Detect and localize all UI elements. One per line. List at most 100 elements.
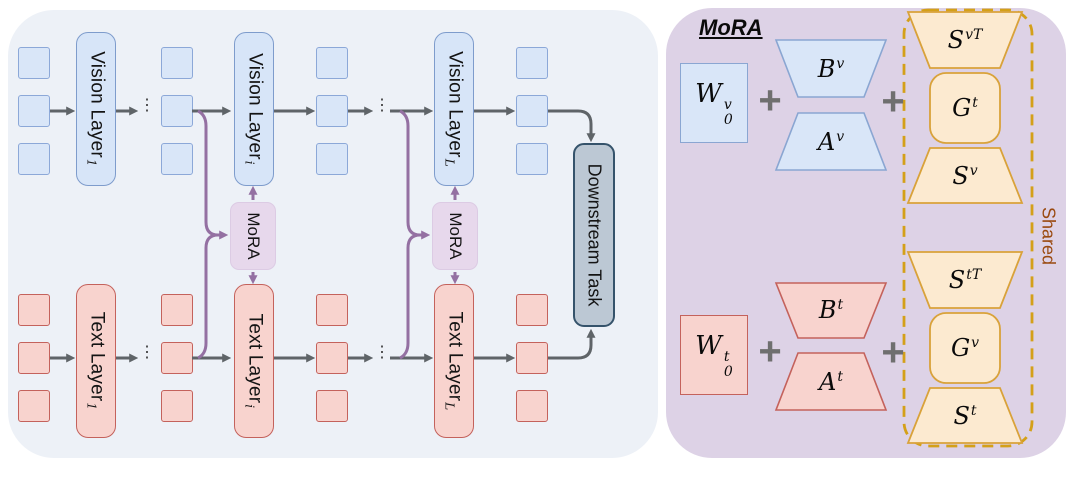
text-token — [161, 294, 193, 326]
vision-token — [161, 47, 193, 79]
text-token — [516, 342, 548, 374]
math-base: S — [953, 402, 970, 430]
text-flow-arrows — [50, 328, 596, 363]
vision-token — [161, 95, 193, 127]
a-text-shape — [774, 352, 888, 411]
math-base: S — [948, 266, 966, 294]
text-token — [516, 294, 548, 326]
math-sup: t — [723, 348, 730, 365]
math-base: S — [947, 26, 965, 54]
vision-layer-L: Vision LayerL — [434, 32, 474, 186]
text-token — [161, 390, 193, 422]
ellipsis-dots: ⋮ — [139, 97, 155, 114]
mora-title: MoRA — [699, 15, 763, 40]
s-text-transpose-shape — [906, 251, 1024, 309]
text-token — [516, 390, 548, 422]
math-base: S — [952, 162, 969, 190]
w0-vision-box — [680, 63, 748, 143]
math-sub: 0 — [723, 363, 733, 380]
text-token — [161, 342, 193, 374]
math-base: G — [950, 334, 971, 362]
vision-lora-shapes — [774, 39, 888, 171]
a-vision-shape — [774, 112, 888, 171]
shared-label: Shared — [1038, 206, 1059, 266]
text-token — [18, 342, 50, 374]
math-base: A — [817, 128, 836, 156]
math-sup: v — [836, 56, 845, 72]
math-sup: t — [970, 403, 977, 419]
vision-flow-arrows — [50, 106, 596, 143]
a-vision-label: Av — [818, 128, 844, 156]
math-sup: t — [837, 297, 844, 313]
ellipsis-dots: ⋮ — [374, 344, 390, 361]
math-sup: tT — [966, 267, 982, 283]
math-sup: t — [972, 95, 978, 111]
downstream-task-box: Downstream Task — [573, 143, 615, 327]
vision-token — [516, 47, 548, 79]
text-token — [316, 294, 348, 326]
plus-operator: + — [758, 78, 782, 123]
vision-token — [161, 143, 193, 175]
gate-t-shape — [929, 72, 1001, 144]
vision-token — [316, 47, 348, 79]
s-vision-transpose-label: SvT — [948, 26, 983, 54]
b-text-label: Bt — [819, 296, 843, 324]
text-token — [316, 390, 348, 422]
vision-layer-i: Vision Layeri — [234, 32, 274, 186]
s-text-shape — [906, 387, 1024, 444]
text-token — [18, 390, 50, 422]
b-vision-label: Bv — [818, 55, 845, 83]
mora-module-2: MoRA — [432, 202, 478, 270]
text-layer-L: Text LayerL — [434, 284, 474, 438]
math-sup: vT — [965, 27, 983, 43]
math-base: A — [819, 368, 837, 396]
vision-token — [18, 47, 50, 79]
plus-operator: + — [881, 330, 905, 375]
vision-token — [18, 143, 50, 175]
s-text-transpose-label: StT — [949, 266, 981, 294]
b-vision-shape — [774, 39, 888, 98]
vision-token — [316, 143, 348, 175]
s-vision-shape — [906, 147, 1024, 204]
gate-t-label: Gt — [952, 94, 978, 122]
vision-layer-1: Vision Layer1 — [76, 32, 116, 186]
text-layer-i: Text Layeri — [234, 284, 274, 438]
plus-operator: + — [758, 329, 782, 374]
s-vision-transpose-shape — [906, 11, 1024, 69]
math-sub: 0 — [723, 111, 733, 128]
w0-text-box — [680, 315, 748, 395]
math-sup: t — [837, 369, 843, 385]
shared-region-outline — [902, 8, 1034, 448]
math-sup: v — [969, 163, 978, 179]
math-sup: v — [836, 129, 845, 145]
vision-token — [516, 95, 548, 127]
plus-operator: + — [881, 79, 905, 124]
s-text-label: St — [953, 402, 976, 430]
ellipsis-dots: ⋮ — [139, 344, 155, 361]
shared-shapes — [906, 11, 1024, 444]
vision-token — [316, 95, 348, 127]
text-token — [18, 294, 50, 326]
math-sup: v — [723, 96, 732, 113]
ellipsis-dots: ⋮ — [374, 97, 390, 114]
text-lora-shapes — [774, 282, 888, 411]
a-text-label: At — [819, 368, 843, 396]
architecture-panel — [8, 10, 658, 458]
vision-token — [18, 95, 50, 127]
mora-module-1: MoRA — [230, 202, 276, 270]
math-base: W — [695, 330, 722, 361]
math-base: B — [817, 55, 836, 83]
s-vision-label: Sv — [952, 162, 977, 190]
math-sup: v — [971, 335, 980, 351]
math-base: W — [695, 78, 722, 109]
gate-v-label: Gv — [951, 334, 979, 362]
b-text-shape — [774, 282, 888, 339]
gate-v-shape — [929, 312, 1001, 384]
math-base: G — [952, 94, 972, 122]
text-token — [316, 342, 348, 374]
text-layer-1: Text Layer1 — [76, 284, 116, 438]
